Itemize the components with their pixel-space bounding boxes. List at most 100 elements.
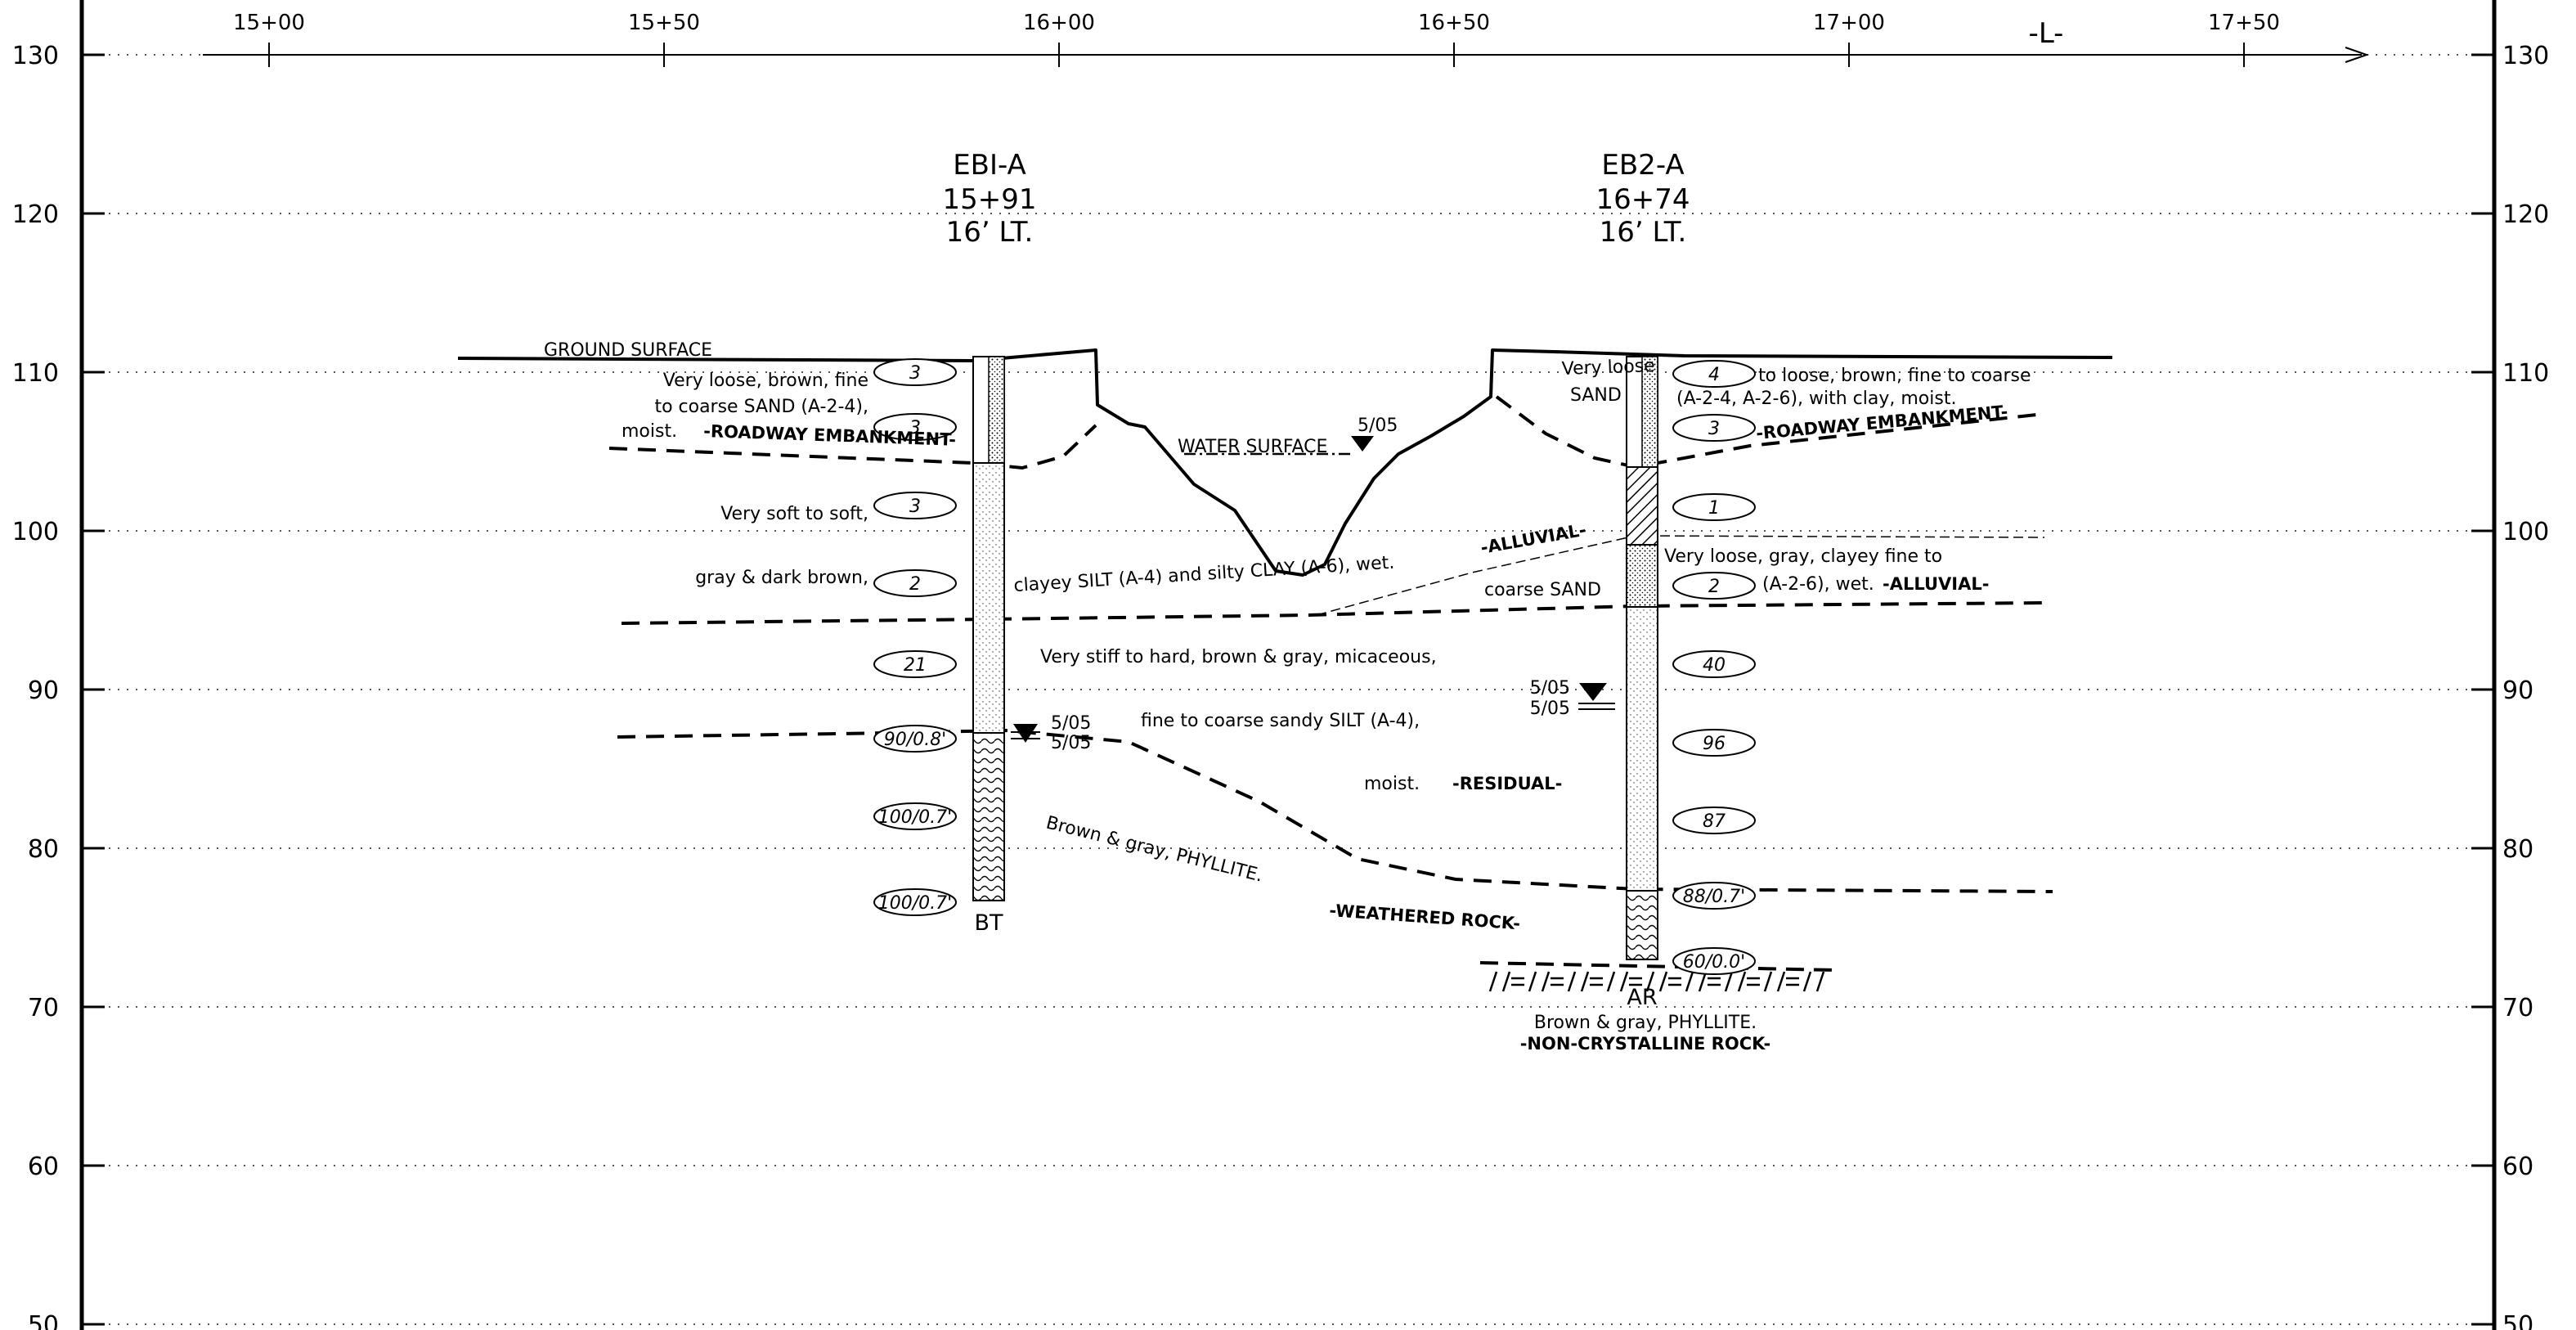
boring-bottom: AR [1627,985,1657,1010]
blow-count: 2 [909,574,921,595]
line-label: -L- [2029,17,2064,50]
boring-bottom: BT [974,910,1003,936]
rock-mark [1606,971,1616,992]
residual-desc: fine to coarse sandy SILT (A-4), [1141,711,1420,731]
elevation-label-right: 80 [2502,835,2533,864]
embankment-desc-right: SAND [1570,385,1622,406]
embankment-desc-left: moist. [622,421,677,442]
elevation-label-left: 110 [12,359,59,388]
blow-count: 60/0.0' [1683,952,1745,973]
ground-surface-line [457,348,2113,577]
blow-count-oval [873,650,957,678]
rock-mark [1815,971,1825,992]
alluvial-desc: clayey SILT (A-4) and silty CLAY (A-6), … [1013,553,1395,596]
boring-name: EB2-A [1601,149,1684,182]
water-reading: 5/05 [1530,678,1570,699]
non-crystalline-rock-label: -NON-CRYSTALLINE ROCK- [1520,1034,1771,1054]
blow-count: 3 [909,363,921,384]
rock-mark [1528,971,1537,992]
alluvial-label-right: -ALLUVIAL- [1883,574,1989,594]
column-sand [988,356,1005,464]
groundwater-marker [1013,724,1038,743]
blow-count-oval [1672,360,1756,388]
blow-count-oval [873,888,957,916]
elevation-label-left: 130 [12,42,59,70]
blow-count: 90/0.8' [884,730,946,750]
stratum-boundaries [608,395,2053,893]
alluvial-desc: gray & dark brown, [695,568,868,588]
embankment-desc-right: to loose, brown, fine to coarse [1758,366,2031,386]
blow-count: 21 [904,655,927,676]
sand-lens-boundary [1316,535,2045,616]
blow-count: 2 [1708,577,1720,597]
station-label: 16+00 [1023,11,1095,35]
blow-count-oval [1672,572,1756,600]
boring-eb1a: EBI-A 15+91 16’ LT. BT 33322190/0.8'100/… [873,149,1091,936]
station-label: 17+00 [1813,11,1885,35]
rock-mark [1645,971,1655,992]
rock-mark [1763,971,1773,992]
blow-count-oval [1672,947,1756,975]
alluvial-desc: Very soft to soft, [720,504,868,524]
column-rock [972,732,1005,901]
elevation-label-left: 70 [28,994,59,1022]
blow-count-oval [873,413,957,441]
groundwater-marker [1579,683,1607,701]
embankment-desc-left: Very loose, brown, fine [663,371,868,391]
water-reading: 5/05 [1530,699,1570,719]
rock-mark [1776,971,1786,992]
elevation-label-right: 50 [2502,1311,2533,1330]
blow-count: 87 [1703,811,1726,832]
boring-offset: 16’ LT. [946,216,1034,249]
residual-desc: Very stiff to hard, brown & gray, micace… [1040,647,1437,667]
blow-count: 88/0.7' [1683,887,1745,907]
rock-mark [1567,971,1577,992]
residual-label: -RESIDUAL- [1452,774,1562,793]
blow-count-oval [873,725,957,753]
boring-name: EBI-A [953,149,1026,182]
rock-mark [1685,971,1694,992]
elevation-label-right: 130 [2502,42,2549,70]
rock-mark [1501,971,1511,992]
rock-mark [1541,971,1551,992]
column-rock [1626,890,1658,960]
weathered-rock-label: -WEATHERED ROCK- [1329,901,1521,933]
alluvial-base [621,601,2045,625]
station-label: 17+50 [2208,11,2280,35]
alluvial-desc-right: Very loose, gray, clayey fine to [1664,546,1942,567]
rock-mark [1658,971,1668,992]
bedrock-symbol [1488,971,1825,992]
column-silt [972,462,1005,734]
water-surface-date: 5/05 [1358,416,1398,436]
ground-profile [457,348,2113,577]
station-label: 15+00 [233,11,305,35]
alluvial-label-left: -ALLUVIAL- [1479,520,1588,558]
blow-count: 3 [909,497,921,517]
water-surface-marker [1351,436,1374,452]
rock-mark [1698,971,1708,992]
blow-count: 100/0.7' [878,807,952,828]
blow-count-oval [1672,729,1756,757]
blow-count: 3 [1708,419,1720,439]
rock-desc: Brown & gray, PHYLLITE. [1534,1013,1757,1033]
blow-count-oval [1672,650,1756,678]
embankment-desc-right: (A-2-4, A-2-6), with clay, moist. [1676,389,1956,409]
station-label: 15+50 [628,11,700,35]
blow-count: 3 [909,418,921,438]
embankment-base-right [1495,395,2045,470]
blow-count-oval [1672,807,1756,834]
blow-count-oval [873,358,957,386]
blow-count: 1 [1708,498,1720,519]
elevation-label-right: 100 [2502,518,2549,546]
elevation-label-right: 90 [2502,676,2533,705]
elevation-label-left: 50 [28,1311,59,1330]
blow-count: 4 [1708,365,1720,385]
embankment-base-left [608,424,1097,470]
rock-mark [1619,971,1629,992]
alluvial-desc-right: coarse SAND [1484,580,1601,600]
elevation-label-left: 80 [28,835,59,864]
residual-desc: moist. [1364,774,1420,794]
embankment-desc-right: Very loose [1561,356,1655,380]
